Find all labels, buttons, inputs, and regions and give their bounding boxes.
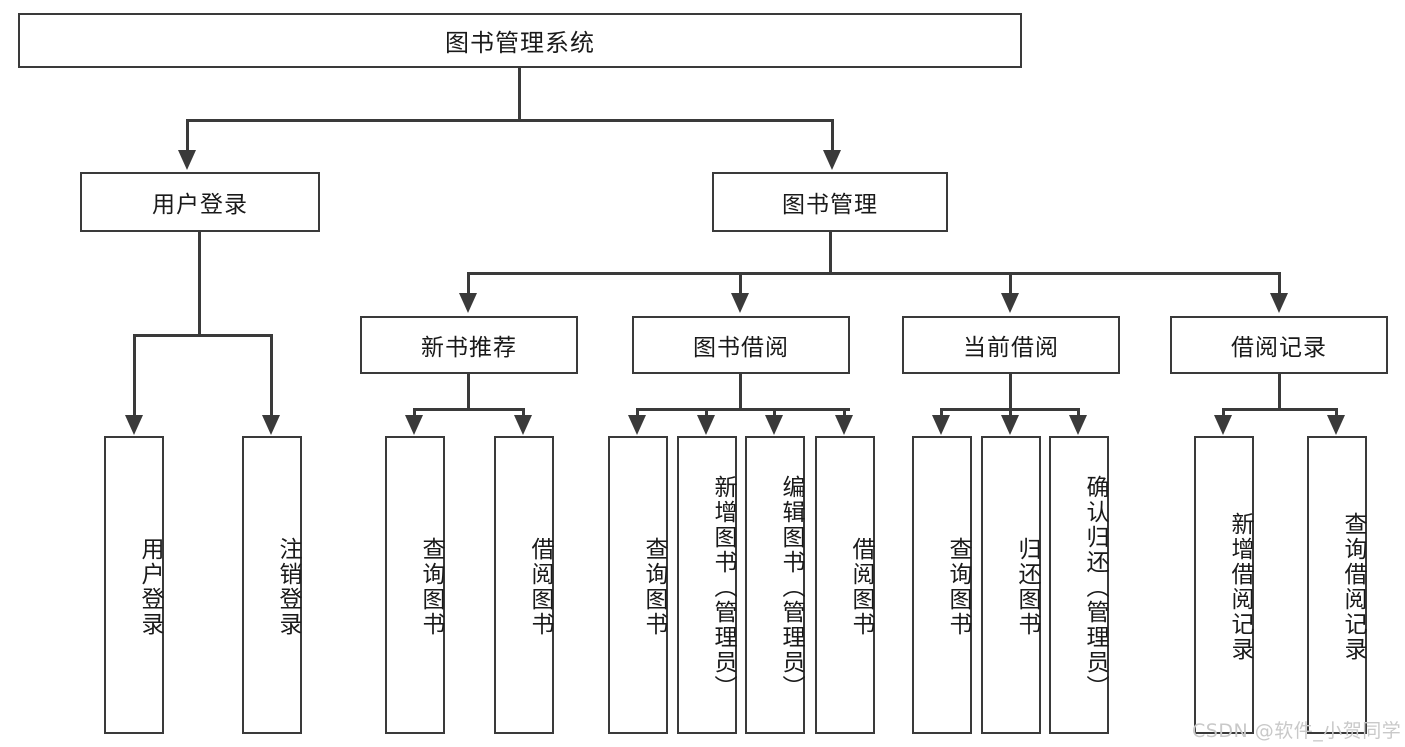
arrowhead-to-leaf-query-book-1 [405,415,423,435]
edge-bb-to-leaf-2 [705,408,708,418]
node-leaf-edit-book[interactable]: 编辑图书（管理员） [745,436,805,734]
edge-book-management-bus [467,272,1281,275]
edge-user-login-to-leaf-1 [133,334,136,418]
arrowhead-to-borrow-record [1270,293,1288,313]
edge-cb-to-leaf-2 [1009,408,1012,418]
node-book-borrow[interactable]: 图书借阅 [632,316,850,374]
edge-root-bus [186,119,834,122]
arrowhead-to-leaf-borrow-book-2 [835,415,853,435]
edge-root-stem [518,68,521,121]
edge-br-to-leaf-1 [1222,408,1225,418]
edge-bb-to-leaf-3 [773,408,776,418]
arrowhead-to-user-login [178,150,196,170]
edge-nbr-stem [467,374,470,410]
edge-cb-to-leaf-3 [1077,408,1080,418]
edge-nbr-bus [413,408,525,411]
arrowhead-to-leaf-query-book-3 [932,415,950,435]
edge-nbr-to-leaf-2 [522,408,525,418]
edge-root-to-book-management [831,119,834,153]
node-user-login[interactable]: 用户登录 [80,172,320,232]
node-leaf-confirm-return[interactable]: 确认归还（管理员） [1049,436,1109,734]
node-leaf-logout[interactable]: 注销登录 [242,436,302,734]
node-leaf-add-book[interactable]: 新增图书（管理员） [677,436,737,734]
arrowhead-to-book-borrow [731,293,749,313]
node-book-management[interactable]: 图书管理 [712,172,948,232]
arrowhead-to-leaf-return-book [1001,415,1019,435]
watermark-text: CSDN @软件_小贺同学 [1192,720,1402,742]
arrowhead-to-leaf-query-book-2 [628,415,646,435]
node-leaf-user-login[interactable]: 用户登录 [104,436,164,734]
edge-bb-to-leaf-4 [843,408,846,418]
node-leaf-query-book-1[interactable]: 查询图书 [385,436,445,734]
node-new-book-recommend[interactable]: 新书推荐 [360,316,578,374]
edge-book-management-stem [829,232,832,274]
edge-cb-to-leaf-1 [940,408,943,418]
edge-bm-to-book-borrow [739,272,742,298]
edge-bb-bus [636,408,850,411]
node-leaf-borrow-book-1[interactable]: 借阅图书 [494,436,554,734]
arrowhead-to-leaf-user-login [125,415,143,435]
edge-bb-to-leaf-1 [636,408,639,418]
edge-nbr-to-leaf-1 [413,408,416,418]
edge-user-login-stem [198,232,201,336]
arrowhead-to-leaf-confirm-return [1069,415,1087,435]
arrowhead-to-leaf-add-record [1214,415,1232,435]
edge-br-bus [1222,408,1338,411]
edge-bm-to-new-book-recommend [467,272,470,298]
edge-user-login-to-leaf-2 [270,334,273,418]
node-leaf-return-book[interactable]: 归还图书 [981,436,1041,734]
edge-root-to-user-login [186,119,189,153]
node-current-borrow[interactable]: 当前借阅 [902,316,1120,374]
node-leaf-query-record[interactable]: 查询借阅记录 [1307,436,1367,734]
node-leaf-add-record[interactable]: 新增借阅记录 [1194,436,1254,734]
node-borrow-record[interactable]: 借阅记录 [1170,316,1388,374]
node-leaf-borrow-book-2[interactable]: 借阅图书 [815,436,875,734]
arrowhead-to-new-book-recommend [459,293,477,313]
arrowhead-to-leaf-edit-book [765,415,783,435]
edge-br-to-leaf-2 [1335,408,1338,418]
node-root[interactable]: 图书管理系统 [18,13,1022,68]
edge-bm-to-borrow-record [1278,272,1281,298]
arrowhead-to-book-management [823,150,841,170]
node-leaf-query-book-3[interactable]: 查询图书 [912,436,972,734]
edge-br-stem [1278,374,1281,410]
arrowhead-to-leaf-logout [262,415,280,435]
edge-bb-stem [739,374,742,410]
node-leaf-query-book-2[interactable]: 查询图书 [608,436,668,734]
edge-cb-stem [1009,374,1012,410]
arrowhead-to-leaf-query-record [1327,415,1345,435]
edge-user-login-bus [133,334,273,337]
arrowhead-to-current-borrow [1001,293,1019,313]
arrowhead-to-leaf-borrow-book-1 [514,415,532,435]
edge-bm-to-current-borrow [1009,272,1012,298]
arrowhead-to-leaf-add-book [697,415,715,435]
